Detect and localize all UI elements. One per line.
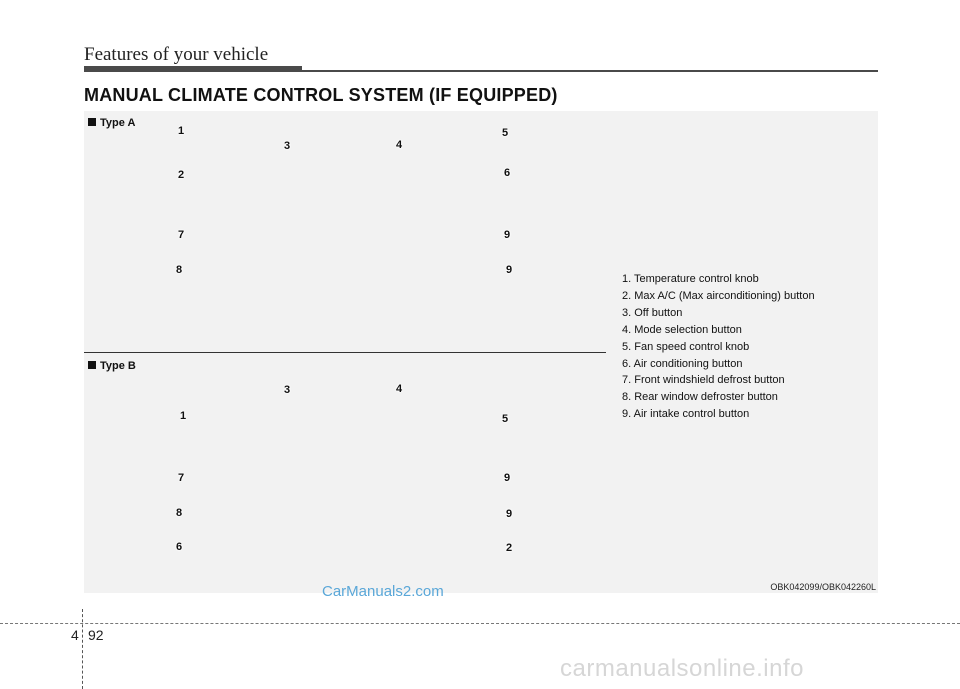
type-a-marker-9b: 9	[506, 264, 513, 276]
chapter-number: 4	[71, 627, 79, 643]
legend-item: 7. Front windshield defrost button	[622, 374, 785, 387]
type-a-label-text: Type A	[100, 117, 136, 129]
type-a-marker-3: 3	[284, 140, 291, 152]
type-b-marker-8: 8	[176, 507, 183, 519]
type-a-marker-7: 7	[178, 229, 185, 241]
legend-item: 6. Air conditioning button	[622, 357, 743, 370]
type-b-marker-7: 7	[178, 472, 185, 484]
figure-divider	[84, 352, 606, 353]
figure-code: OBK042099/OBK042260L	[770, 582, 876, 592]
legend-item: 8. Rear window defroster button	[622, 391, 778, 404]
legend-item: 2. Max A/C (Max airconditioning) button	[622, 289, 815, 302]
footer-horizontal-rule	[0, 623, 960, 624]
type-b-marker-5: 5	[502, 413, 509, 425]
type-b-marker-6: 6	[176, 541, 183, 553]
type-b-marker-1: 1	[180, 410, 187, 422]
bullet-square-icon	[88, 361, 96, 369]
type-b-marker-3: 3	[284, 384, 291, 396]
type-b-label-text: Type B	[100, 360, 136, 372]
type-a-marker-2: 2	[178, 169, 185, 181]
type-b-marker-2: 2	[506, 542, 513, 554]
page-number: 92	[88, 627, 104, 643]
page-header-title: Features of your vehicle	[84, 44, 269, 65]
header-bar	[84, 66, 302, 72]
type-a-marker-1: 1	[178, 125, 185, 137]
type-a-marker-9a: 9	[504, 229, 511, 241]
type-a-marker-4: 4	[396, 139, 403, 151]
footer-vertical-rule	[82, 609, 84, 689]
legend-item: 4. Mode selection button	[622, 323, 742, 336]
section-title: MANUAL CLIMATE CONTROL SYSTEM (IF EQUIPP…	[84, 85, 558, 105]
bullet-square-icon	[88, 118, 96, 126]
legend-item: 5. Fan speed control knob	[622, 340, 750, 353]
header-rule	[302, 70, 878, 72]
legend-item: 9. Air intake control button	[622, 408, 750, 421]
type-a-marker-6: 6	[504, 167, 511, 179]
type-a-marker-8: 8	[176, 264, 183, 276]
type-b-marker-9b: 9	[506, 508, 513, 520]
type-b-marker-4: 4	[396, 383, 403, 395]
component-legend: 1. Temperature control knob 2. Max A/C (…	[622, 271, 815, 423]
legend-item: 3. Off button	[622, 306, 683, 319]
type-b-label: Type B	[88, 360, 136, 372]
watermark-link[interactable]: CarManuals2.com	[322, 583, 444, 600]
type-a-marker-5: 5	[502, 127, 509, 139]
type-a-label: Type A	[88, 117, 135, 129]
site-watermark: carmanualsonline.info	[560, 655, 804, 682]
type-b-marker-9a: 9	[504, 472, 511, 484]
legend-item: 1. Temperature control knob	[622, 273, 759, 285]
